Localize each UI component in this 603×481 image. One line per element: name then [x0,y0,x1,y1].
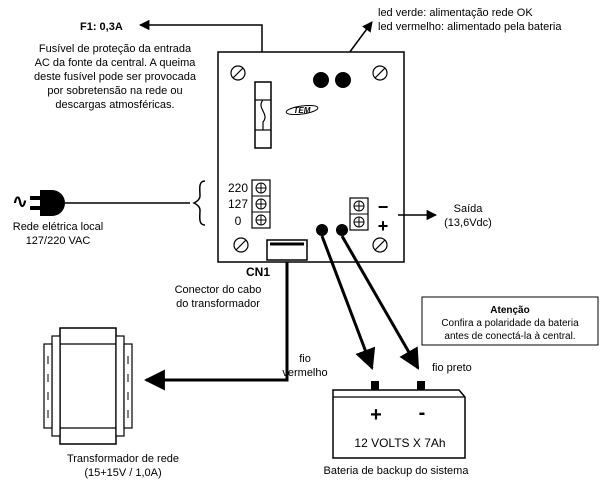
mains-plug-icon [30,190,65,216]
svg-text:TEM: TEM [294,106,311,115]
svg-text:por sobretensão na rede ou: por sobretensão na rede ou [47,85,182,97]
terminal-screw [353,200,365,212]
terminal-brace [192,180,206,226]
mounting-screw [372,237,388,253]
mains-label-line2: 127/220 VAC [26,235,91,247]
attention-line2: antes de conectá-la à central. [444,331,575,342]
output-label-line2: (13,6Vdc) [444,217,492,229]
led-red-label: led vermelho: alimentado pela bateria [378,21,562,33]
red-wire [320,235,376,370]
power-board [217,51,405,263]
mains-label-line1: Rede elétrica local [13,221,104,233]
black-wire-pad [336,224,348,236]
brand-logo: TEM [285,104,319,116]
svg-text:deste fusível pode ser provoca: deste fusível pode ser provocada [34,71,197,83]
battery-plus-sign: + [370,404,382,426]
svg-text:Fusível de proteção da entrada: Fusível de proteção da entrada [39,43,192,55]
output-minus-sign: − [378,197,389,217]
connector-label-line1: Conector do cabo [175,284,262,296]
cn1-label: CN1 [246,265,270,279]
fuse-description: Fusível de proteção da entrada AC da fon… [34,43,197,111]
battery-spec: 12 VOLTS X 7Ah [354,436,445,450]
input-terminal-block [251,179,271,229]
transformer-cable [143,262,289,391]
battery-negative-terminal [417,381,425,390]
mounting-screw [230,65,246,81]
terminal-screw [255,198,267,210]
led-red [335,72,351,88]
battery-caption: Bateria de backup do sistema [324,465,470,477]
fuse-f1 [254,81,272,149]
output-label-line1: Saída [454,203,484,215]
attention-line1: Confira a polaridade da bateria [441,318,579,329]
output-plus-sign: + [378,216,389,236]
voltage-127-label: 127 [228,197,248,211]
fuse-title: F1: 0,3A [80,21,123,33]
attention-title: Atenção [490,305,529,316]
red-wire-label-line2: vermelho [282,367,327,379]
black-wire [340,235,420,370]
attention-box [421,296,599,346]
voltage-220-label: 220 [228,181,248,195]
svg-text:AC da fonte da central. A quei: AC da fonte da central. A queima [35,57,197,69]
terminal-screw [255,214,267,226]
terminal-screw [255,182,267,194]
transformer-label-line1: Transformador de rede [67,453,179,465]
battery-positive-terminal [371,381,379,390]
connector-label-line2: do transformador [176,298,260,310]
voltage-0-label: 0 [235,214,242,228]
battery [332,381,466,459]
led-green-label: led verde: alimentação rede OK [378,7,533,19]
battery-minus-sign: - [419,402,426,424]
mounting-screw [233,237,249,253]
black-wire-label: fio preto [432,362,472,374]
svg-text:descargas atmosféricas.: descargas atmosféricas. [55,99,174,111]
led-green [313,72,329,88]
ac-wave-icon: ∿ [12,191,29,213]
transformer-icon [43,327,133,445]
terminal-screw [353,216,365,228]
output-terminal-block [349,197,369,231]
transformer-label-line2: (15+15V / 1,0A) [84,467,161,479]
mounting-screw [372,65,388,81]
red-wire-label-line1: fio [299,353,311,365]
red-wire-pad [316,224,328,236]
